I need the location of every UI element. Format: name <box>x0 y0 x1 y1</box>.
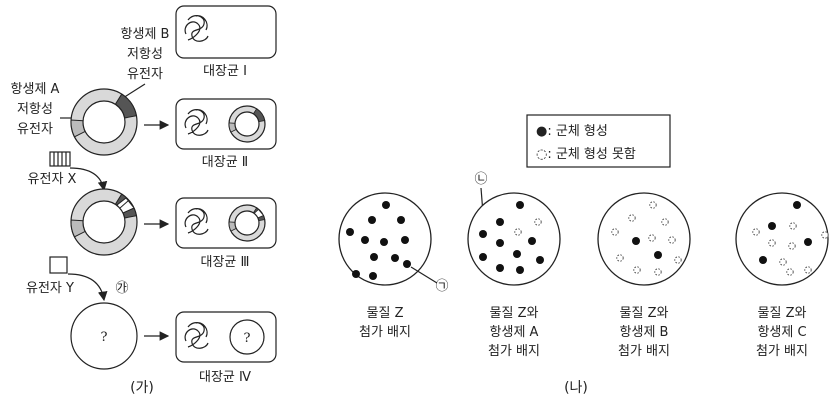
gene-y-icon <box>49 256 68 274</box>
dish-3: 물질 Z와 항생제 B 첨가 배지 <box>597 192 691 359</box>
dish-2-label-2: 항생제 A <box>490 325 539 340</box>
antibiotic-b-label-1: 항생제 B <box>121 27 170 42</box>
chromosome-icon <box>184 208 209 235</box>
caption-b: (나) <box>564 380 588 396</box>
dish-2-label-1: 물질 Z와 <box>490 306 539 321</box>
dish-3-label-3: 첨가 배지 <box>618 344 670 359</box>
gene-x-label: 유전자 X <box>28 172 77 187</box>
caption-a: (가) <box>130 380 154 396</box>
ecoli-3-label: 대장균 Ⅲ <box>201 255 250 270</box>
antibiotic-a-label-2: 저항성 <box>17 102 53 117</box>
step-marker-ga: ㉮ <box>115 281 128 296</box>
legend-box <box>526 114 671 168</box>
dish-1-label-1: 물질 Z <box>367 306 404 321</box>
part-b: ●: 군체 형성 ◌: 군체 형성 못함 ㉡ ㉠ 물질 Z 첨가 배지 <box>338 114 829 396</box>
ecoli-4-label: 대장균 Ⅳ <box>199 370 251 385</box>
ecoli-4: ? 대장균 Ⅳ <box>175 311 277 385</box>
marker-c1: ㉠ <box>435 279 448 294</box>
dish-3-label-1: 물질 Z와 <box>620 306 669 321</box>
antibiotic-b-pointer <box>122 83 146 99</box>
plasmid-small-3 <box>228 204 266 242</box>
plasmid-small-unknown <box>229 319 265 355</box>
ecoli-2-label: 대장균 Ⅱ <box>202 155 248 170</box>
unknown-mark-small: ? <box>244 331 251 346</box>
chromosome-icon <box>184 322 209 349</box>
dish-2: 물질 Z와 항생제 A 첨가 배지 <box>467 192 561 359</box>
legend: ●: 군체 형성 ◌: 군체 형성 못함 <box>526 114 671 168</box>
dish-1: ㉠ 물질 Z 첨가 배지 <box>338 192 449 340</box>
plasmid-small-2 <box>228 105 266 143</box>
legend-formed: ●: 군체 형성 <box>536 124 608 139</box>
ecoli-3: 대장균 Ⅲ <box>175 197 277 270</box>
part-a: 항생제 B 저항성 유전자 항생제 A 저항성 유전자 유전자 X <box>11 5 277 396</box>
marker-c1-pointer <box>410 266 438 284</box>
dish-4-label-1: 물질 Z와 <box>758 306 807 321</box>
legend-not-formed: ◌: 군체 형성 못함 <box>536 147 636 162</box>
dish-3-label-2: 항생제 B <box>620 325 669 340</box>
dish-4-label-3: 첨가 배지 <box>756 344 808 359</box>
plasmid-1 <box>70 88 138 156</box>
antibiotic-a-label-3: 유전자 <box>17 122 53 137</box>
unknown-mark: ? <box>101 330 108 345</box>
chromosome-icon <box>184 109 209 136</box>
plasmid-2 <box>70 188 138 256</box>
antibiotic-a-label-1: 항생제 A <box>11 82 60 97</box>
ecoli-1: 대장균 Ⅰ <box>175 5 277 79</box>
dish-2-label-3: 첨가 배지 <box>488 344 540 359</box>
antibiotic-b-label-2: 저항성 <box>127 47 163 62</box>
arrow-insert-x <box>69 167 108 192</box>
ecoli-1-label: 대장균 Ⅰ <box>203 64 247 79</box>
gene-x-icon <box>49 151 71 167</box>
antibiotic-b-label-3: 유전자 <box>127 67 163 82</box>
arrow-insert-y <box>67 273 108 302</box>
dish-4-label-2: 항생제 C <box>757 325 806 340</box>
ecoli-2: 대장균 Ⅱ <box>175 98 277 170</box>
plasmid-unknown: ? <box>70 302 138 370</box>
chromosome-icon <box>184 15 209 42</box>
marker-c2: ㉡ <box>474 172 487 187</box>
gene-y-label: 유전자 Y <box>26 281 74 296</box>
dish-1-label-2: 첨가 배지 <box>359 325 411 340</box>
dish-4: 물질 Z와 항생제 C 첨가 배지 <box>735 192 829 359</box>
